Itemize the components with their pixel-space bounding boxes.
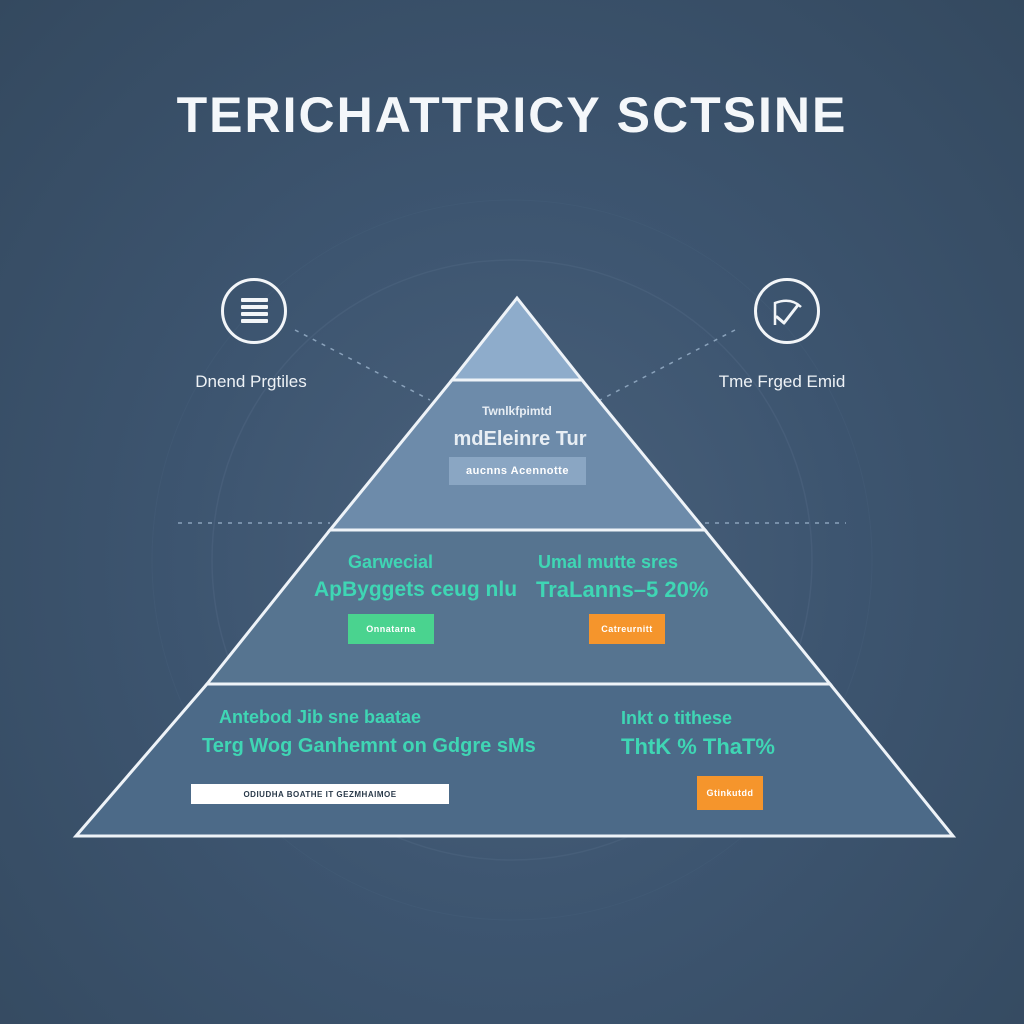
- right-icon-label: Tme Frged Emid: [718, 372, 846, 391]
- tier4-right-label: Inkt o tithese: [621, 708, 733, 728]
- tier3-right-metric: TraLanns–5 20%: [536, 577, 709, 602]
- tier-apex: [448, 295, 586, 382]
- tier3-left-metric: ApByggets ceug nlu: [314, 578, 518, 601]
- tier3-left-label: Garwecial: [348, 552, 434, 572]
- tier3-right-chip: Catreurnitt: [589, 614, 665, 644]
- server-list-icon: [221, 278, 287, 344]
- left-icon-label: Dnend Prgtiles: [195, 372, 307, 391]
- tier2-subtitle: Twnlkfpimtd: [482, 404, 552, 418]
- tier-2: [326, 378, 709, 532]
- tier2-heading: mdEleinre Tur: [453, 428, 587, 450]
- tier3-left-chip: Onnatarna: [348, 614, 434, 644]
- tier4-left-chip: ODIUDHA BOATHE IT GEZMHAIMOE: [191, 784, 449, 804]
- chart-check-icon: [754, 278, 820, 344]
- tier3-right-label: Umal mutte sres: [538, 552, 679, 572]
- background-ring: [211, 259, 813, 861]
- tier-4: [72, 682, 957, 838]
- tier4-left-label: Antebod Jib sne baatae: [219, 707, 422, 727]
- tier4-right-metric: ThtK % ThaT%: [621, 734, 775, 759]
- tier4-left-metric: Terg Wog Ganhemnt on Gdgre sMs: [202, 735, 536, 757]
- page-title: TERICHATTRICY SCTSINE: [176, 87, 848, 143]
- background-ring-outer: [151, 199, 873, 921]
- tier-3: [203, 528, 834, 686]
- tier2-tag: aucnns Acennotte: [449, 457, 586, 485]
- tier4-right-chip: Gtinkutdd: [697, 776, 763, 810]
